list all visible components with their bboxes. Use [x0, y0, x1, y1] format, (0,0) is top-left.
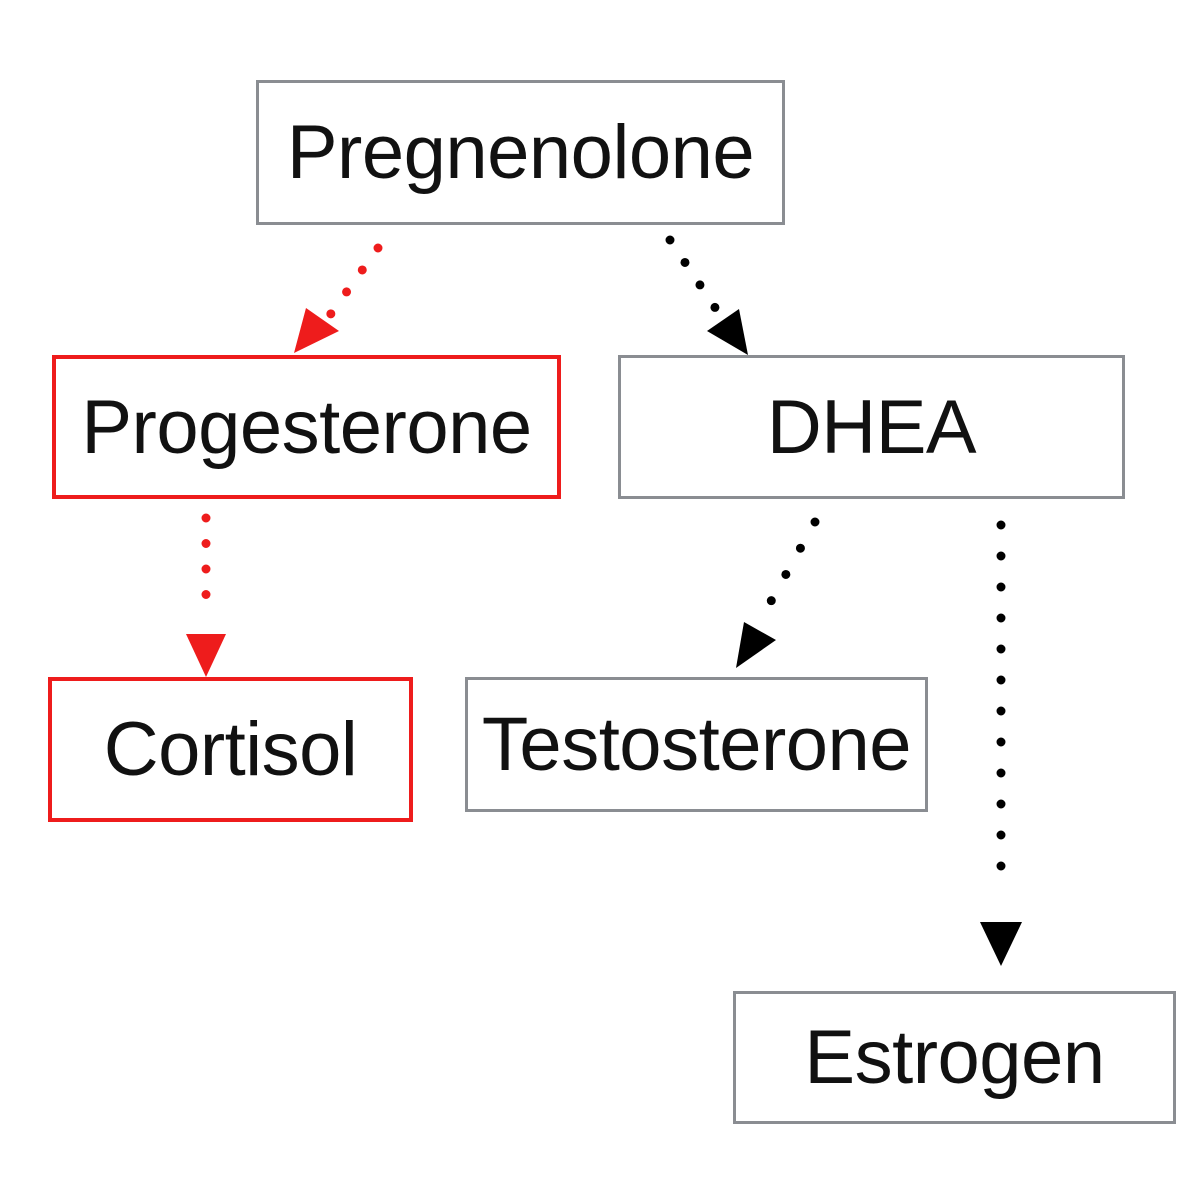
node-testosterone: Testosterone [465, 677, 928, 812]
node-label: Testosterone [481, 702, 912, 787]
node-label: DHEA [766, 384, 977, 470]
edge-pregnenolone-dhea [665, 235, 748, 355]
node-label: Estrogen [804, 1015, 1105, 1100]
arrowhead-icon [980, 922, 1022, 966]
edge-pregnenolone-progesterone [294, 243, 383, 353]
node-cortisol: Cortisol [48, 677, 413, 822]
node-label: Pregnenolone [286, 110, 755, 195]
arrowhead-icon [294, 308, 339, 353]
arrowhead-icon [707, 309, 748, 355]
node-dhea: DHEA [618, 355, 1125, 499]
node-label: Progesterone [81, 384, 532, 470]
edge-progesterone-cortisol [186, 513, 226, 677]
edge-dhea-estrogen [980, 520, 1022, 966]
arrowhead-icon [736, 622, 776, 668]
edge-dhea-testosterone [736, 517, 820, 668]
node-estrogen: Estrogen [733, 991, 1176, 1124]
node-pregnenolone: Pregnenolone [256, 80, 785, 225]
arrowhead-icon [186, 634, 226, 677]
node-progesterone: Progesterone [52, 355, 561, 499]
node-label: Cortisol [103, 707, 358, 792]
